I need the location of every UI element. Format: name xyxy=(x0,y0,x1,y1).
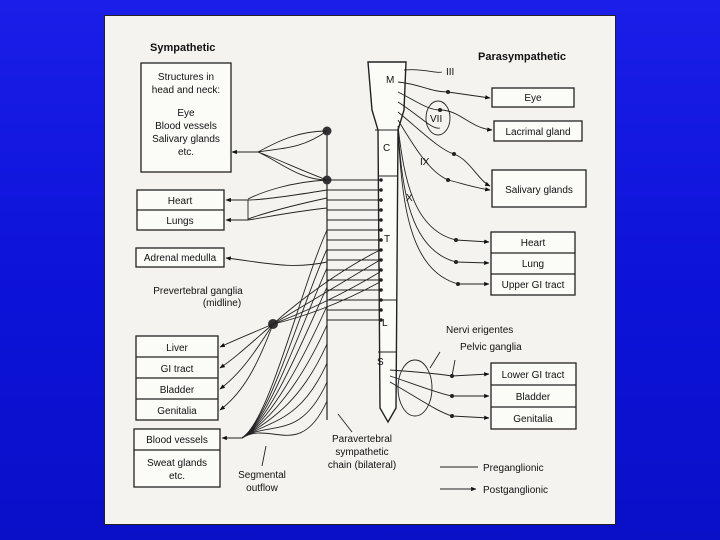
sym-prevertebral-fibres xyxy=(219,249,381,411)
cord-label-l: L xyxy=(382,318,388,329)
legend: Preganglionic Postganglionic xyxy=(440,463,548,496)
cord-outflow-dot xyxy=(379,208,383,212)
cranial-nerve-iii: III xyxy=(446,67,454,78)
lower-gi-label: Lower GI tract xyxy=(502,370,565,381)
cranial-nerve-ix: IX xyxy=(420,157,430,168)
segmental-fibre xyxy=(241,400,328,439)
legend-postganglionic-label: Postganglionic xyxy=(483,485,548,496)
para-bladder-label: Bladder xyxy=(516,392,551,403)
sym-genitalia-label: Genitalia xyxy=(157,406,197,417)
cord-outflow-dot xyxy=(379,178,383,182)
para-box-pelvic: Lower GI tract Bladder Genitalia xyxy=(490,362,577,430)
parasympathetic-title: Parasympathetic xyxy=(478,51,566,63)
cord-outflow-dot xyxy=(379,298,383,302)
para-box-lacrimal: Lacrimal gland xyxy=(493,120,583,142)
head-neck-line-2: head and neck: xyxy=(152,85,220,96)
sweat-glands-line-1: Sweat glands xyxy=(147,458,207,469)
para-lung-label: Lung xyxy=(522,259,544,270)
paravertebral-line-1: Paravertebral xyxy=(332,434,392,445)
liver-label: Liver xyxy=(166,343,188,354)
cord-outflow-dot xyxy=(379,198,383,202)
para-cranial-fibres xyxy=(397,69,493,287)
cord-outflow-dot xyxy=(379,228,383,232)
cord-outflow-dot xyxy=(379,258,383,262)
segmental-fibre xyxy=(241,362,328,439)
para-eye-label: Eye xyxy=(524,93,542,104)
segmental-fibre xyxy=(241,324,328,439)
para-box-eye: Eye xyxy=(491,87,575,108)
para-box-salivary: Salivary glands xyxy=(491,169,587,208)
cord-outflow-dot xyxy=(379,318,383,322)
sym-lungs-label: Lungs xyxy=(166,216,193,227)
pelvic-ganglia-label: Pelvic ganglia xyxy=(460,342,522,353)
box-vessels-sweat: Blood vessels Sweat glands etc. xyxy=(133,428,221,488)
cord-outflow-dot xyxy=(379,278,383,282)
head-neck-line-6: etc. xyxy=(178,147,194,158)
sympathetic-preganglionic-fibres xyxy=(327,178,383,322)
paravertebral-line-3: chain (bilateral) xyxy=(328,460,396,471)
segmental-fibre xyxy=(241,248,328,439)
cord-outflow-dot xyxy=(379,218,383,222)
blood-vessels-label: Blood vessels xyxy=(146,435,208,446)
prevertebral-line-2: (midline) xyxy=(203,298,241,309)
segmental-fibre xyxy=(241,381,328,439)
sym-heart-label: Heart xyxy=(168,196,193,207)
head-neck-line-3: Eye xyxy=(177,108,195,119)
salivary-label: Salivary glands xyxy=(505,185,573,196)
para-sacral-fibres xyxy=(389,351,490,420)
nervi-erigentes-label: Nervi erigentes xyxy=(446,325,513,336)
para-heart-label: Heart xyxy=(521,238,546,249)
box-visceral: Liver GI tract Bladder Genitalia xyxy=(135,335,219,421)
segmental-line-1: Segmental xyxy=(238,470,286,481)
box-heart-lungs: Heart Lungs xyxy=(136,189,225,231)
cord-label-s: S xyxy=(377,357,384,368)
head-neck-line-1: Structures in xyxy=(158,72,214,83)
segmental-fibre xyxy=(241,267,328,439)
cord-outflow-dot xyxy=(379,248,383,252)
cranial-nerve-x: X xyxy=(406,193,413,204)
box-head-neck: Structures in head and neck: Eye Blood v… xyxy=(140,62,232,173)
sym-segmental-outflow xyxy=(221,229,328,441)
cord-label-t: T xyxy=(384,234,390,245)
cord-outflow-dot xyxy=(379,308,383,312)
box-adrenal: Adrenal medulla xyxy=(135,247,225,268)
gi-tract-label: GI tract xyxy=(161,364,194,375)
head-neck-line-5: Salivary glands xyxy=(152,134,220,145)
upper-gi-label: Upper GI tract xyxy=(502,280,565,291)
spinal-cord xyxy=(367,61,407,424)
para-genitalia-label: Genitalia xyxy=(513,414,553,425)
cord-label-c: C xyxy=(383,143,390,154)
segmental-fibre xyxy=(241,305,328,439)
legend-preganglionic-label: Preganglionic xyxy=(483,463,544,474)
cord-outflow-dot xyxy=(379,188,383,192)
paravertebral-chain xyxy=(268,126,332,420)
cord-outflow-dot xyxy=(379,238,383,242)
cord-label-m: M xyxy=(386,75,394,86)
sweat-glands-line-2: etc. xyxy=(169,471,185,482)
segmental-fibre xyxy=(241,343,328,439)
sympathetic-title: Sympathetic xyxy=(150,42,215,54)
sym-bladder-label: Bladder xyxy=(160,385,195,396)
adrenal-label: Adrenal medulla xyxy=(144,253,217,264)
segmental-fibre xyxy=(241,286,328,439)
sym-postganglionic-heart-lungs xyxy=(225,179,328,223)
lacrimal-label: Lacrimal gland xyxy=(505,127,570,138)
sym-adrenal-fibres xyxy=(225,256,328,266)
segmental-line-2: outflow xyxy=(246,483,278,494)
paravertebral-line-2: sympathetic xyxy=(335,447,388,458)
cord-outflow-dot xyxy=(379,268,383,272)
vii-ellipse xyxy=(425,100,451,136)
head-neck-line-4: Blood vessels xyxy=(155,121,217,132)
para-box-heart-lung-gi: Heart Lung Upper GI tract xyxy=(490,231,576,296)
cord-outflow-dot xyxy=(379,288,383,292)
prevertebral-line-1: Prevertebral ganglia xyxy=(153,286,243,297)
cranial-nerve-vii: VII xyxy=(430,114,442,125)
sym-postganglionic-head xyxy=(231,130,328,181)
